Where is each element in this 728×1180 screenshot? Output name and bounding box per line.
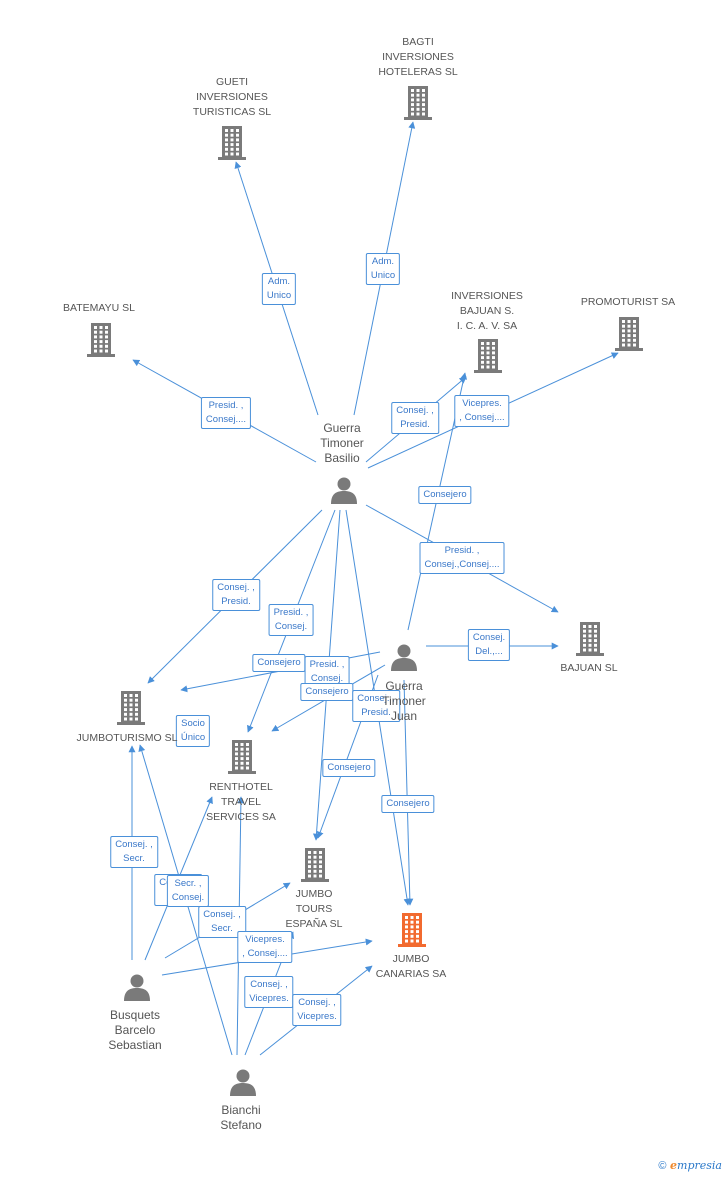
building-icon[interactable] [615, 317, 643, 356]
brand-footer: © empresia [658, 1159, 722, 1172]
edge-label[interactable]: Consejero [252, 654, 306, 672]
edge-label[interactable]: Adm. Unico [261, 273, 297, 305]
company-name[interactable]: GUETI INVERSIONES TURISTICAS SL [192, 76, 272, 118]
edge-label[interactable]: Consej. Del.,... [467, 629, 511, 661]
building-icon[interactable] [474, 339, 502, 378]
person-name[interactable]: Guerra Timoner Juan [382, 679, 426, 723]
edge-label[interactable]: Socio Único [175, 715, 211, 747]
person-icon[interactable] [330, 476, 358, 509]
edge-label[interactable]: Vicepres. , Consej.... [237, 931, 293, 963]
building-icon[interactable] [404, 86, 432, 125]
edge-label[interactable]: Vicepres. , Consej.... [454, 395, 510, 427]
person-name[interactable]: Guerra Timoner Basilio [320, 421, 364, 465]
company-name[interactable]: BATEMAYU SL [63, 302, 135, 314]
person-icon[interactable] [123, 973, 151, 1006]
edge-label[interactable]: Presid. , Consej.... [200, 397, 252, 429]
edge-label[interactable]: Presid. , Consej. [304, 656, 350, 688]
company-name[interactable]: BAJUAN SL [560, 662, 618, 674]
edge-label[interactable]: Consejero [300, 683, 354, 701]
person-icon[interactable] [229, 1068, 257, 1101]
company-name[interactable]: JUMBO CANARIAS SA [375, 953, 447, 980]
edge-label[interactable]: Secr. , Consej. [166, 875, 210, 907]
building-icon[interactable] [218, 126, 246, 165]
edge-label[interactable]: Presid. , Consej.,Consej.... [419, 542, 505, 574]
company-name[interactable]: INVERSIONES BAJUAN S. I. C. A. V. SA [451, 290, 523, 332]
edge-label[interactable]: Consej. , Vicepres. [244, 976, 294, 1008]
building-icon[interactable] [398, 913, 426, 952]
person-name[interactable]: Bianchi Stefano [220, 1103, 262, 1132]
company-name[interactable]: BAGTI INVERSIONES HOTELERAS SL [378, 36, 458, 78]
edge-label[interactable]: Consejero [418, 486, 472, 504]
company-name[interactable]: JUMBOTURISMO SL [76, 732, 178, 744]
edge-guerra2-to-jumbocanarias [403, 679, 414, 906]
brand-name: mpresia [677, 1159, 722, 1172]
edge-label[interactable]: Consej. , Presid. [352, 690, 400, 722]
edge-label[interactable]: Consej. , Vicepres. [292, 994, 342, 1026]
person-icon[interactable] [390, 643, 418, 676]
brand-initial: e [670, 1159, 678, 1172]
edge-label[interactable]: Consejero [322, 759, 376, 777]
building-icon[interactable] [87, 323, 115, 362]
company-name[interactable]: JUMBO TOURS ESPAÑA SL [285, 888, 343, 930]
company-name[interactable]: PROMOTURIST SA [580, 296, 676, 308]
edge-label[interactable]: Consej. , Presid. [391, 402, 439, 434]
company-name[interactable]: RENTHOTEL TRAVEL SERVICES SA [206, 781, 276, 823]
building-icon[interactable] [576, 622, 604, 661]
edge-label[interactable]: Consej. , Presid. [212, 579, 260, 611]
building-icon[interactable] [228, 740, 256, 779]
edge-label[interactable]: Adm. Unico [365, 253, 401, 285]
building-icon[interactable] [117, 691, 145, 730]
building-icon[interactable] [301, 848, 329, 887]
person-name[interactable]: Busquets Barcelo Sebastian [108, 1008, 162, 1052]
edge-label[interactable]: Presid. , Consej. [268, 604, 314, 636]
edge-label[interactable]: Consejero [381, 795, 435, 813]
edge-label[interactable]: Consej. , Secr. [110, 836, 158, 868]
copyright-symbol: © [658, 1160, 667, 1172]
